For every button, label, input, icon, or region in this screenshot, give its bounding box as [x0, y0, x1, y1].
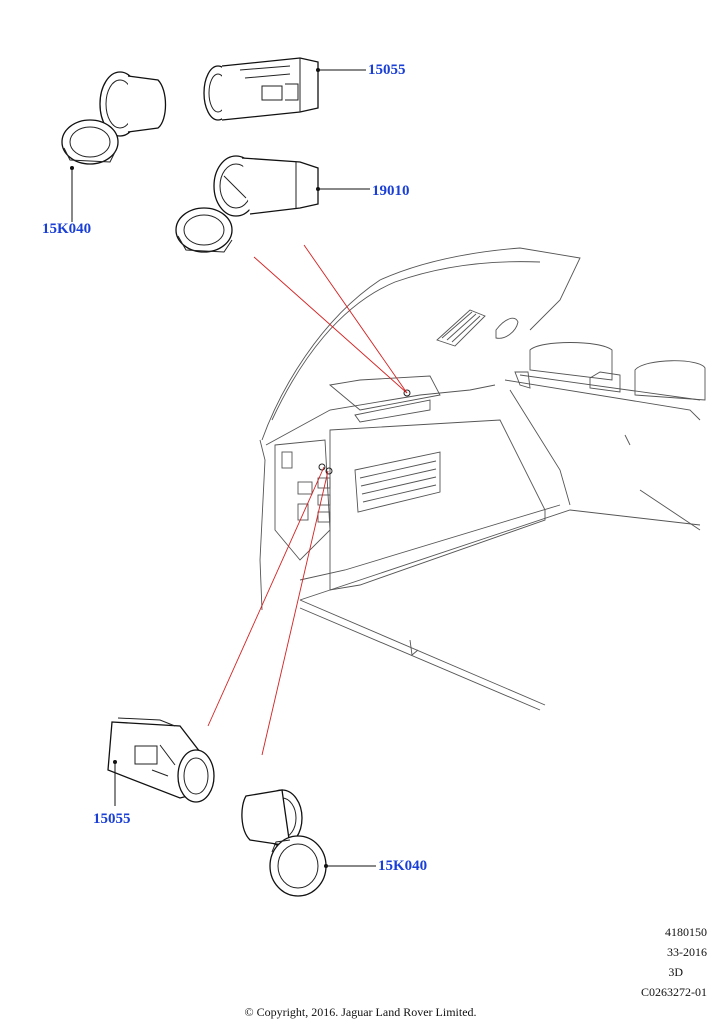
part-15055-top-socket — [203, 57, 366, 121]
part-15K040-top-cap — [61, 71, 167, 222]
callout-15055-bottom[interactable]: 15055 — [93, 811, 131, 827]
part-15K040-bottom-cap — [241, 789, 376, 897]
callout-15055-top[interactable]: 15055 — [368, 62, 406, 78]
illustration-reference-code: C0263272-01 — [641, 985, 707, 999]
part-15055-bottom-socket — [107, 717, 215, 806]
illustration-view-type: 3D — [668, 965, 683, 979]
illustration-number: 4180150 — [665, 925, 707, 939]
part-19010-socket — [175, 155, 370, 253]
red-leader-lines — [207, 244, 408, 756]
illustration-date-code: 33-2016 — [667, 945, 707, 959]
callout-15K040-top[interactable]: 15K040 — [42, 221, 92, 237]
callout-15K040-bottom[interactable]: 15K040 — [378, 858, 428, 874]
copyright-notice: © Copyright, 2016. Jaguar Land Rover Lim… — [244, 1005, 477, 1019]
vehicle-load-space-illustration — [259, 247, 706, 711]
callout-19010[interactable]: 19010 — [372, 183, 410, 199]
